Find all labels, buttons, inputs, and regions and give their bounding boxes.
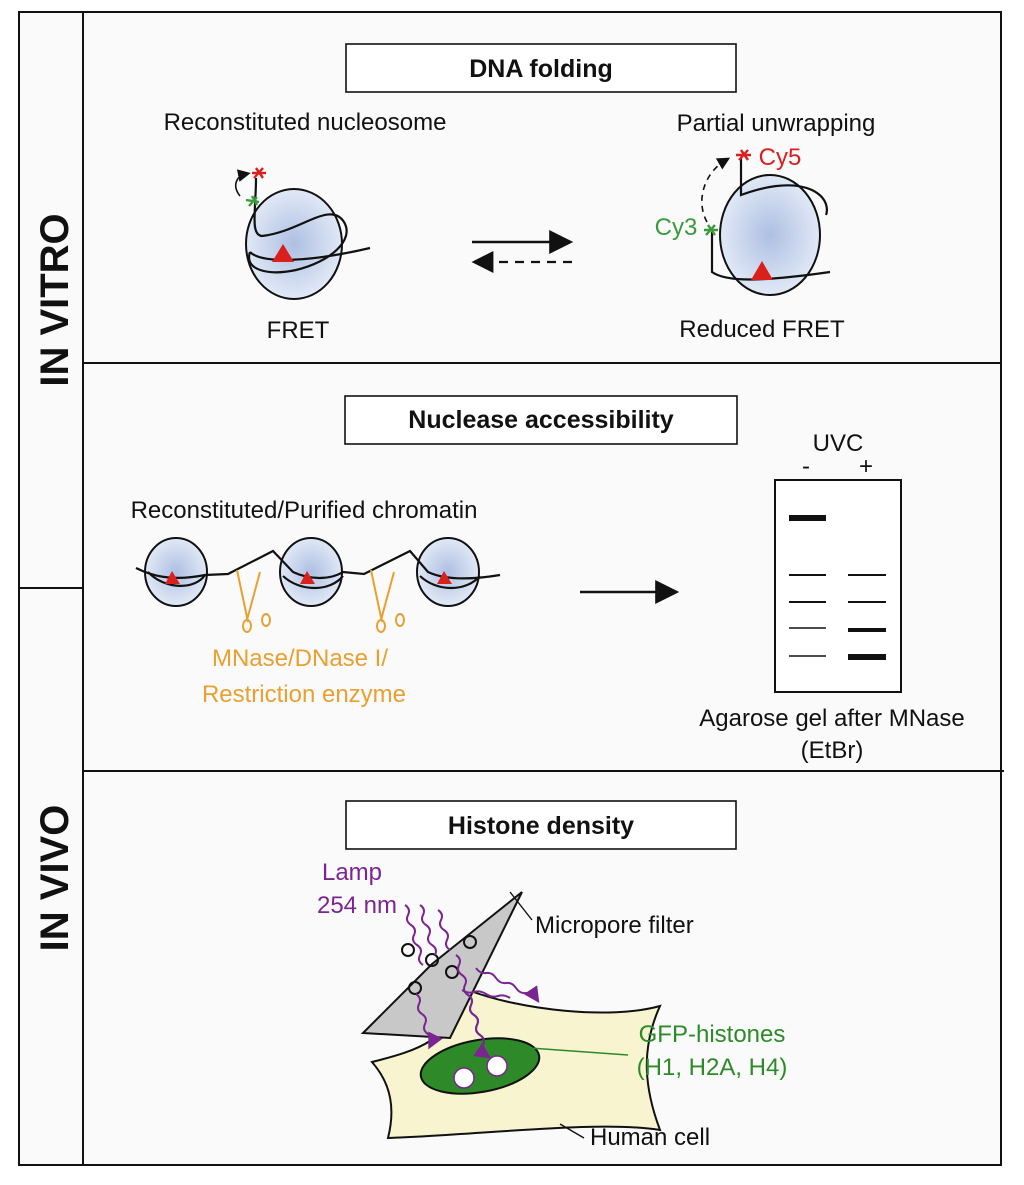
enzyme-label-line2: Restriction enzyme — [202, 681, 406, 708]
cy5-label: Cy5 — [759, 144, 802, 171]
gel-box — [774, 479, 902, 693]
dna-turn — [147, 571, 206, 587]
pore — [425, 953, 439, 967]
nucleus — [419, 1037, 541, 1095]
chromatin-fiber — [135, 537, 501, 607]
nuclease-panel: Nuclease accessibility Reconstituted/Pur… — [131, 395, 965, 764]
irradiated-spot — [486, 1055, 508, 1077]
dyad-triangle — [751, 261, 773, 280]
histone-octamer — [245, 188, 343, 300]
lane-plus-label: + — [859, 453, 873, 480]
dna-turn — [282, 575, 344, 589]
reduced-fret-caption: Reduced FRET — [679, 316, 845, 343]
fret-caption: FRET — [267, 317, 330, 344]
histone-density-panel: Histone density Lamp 254 nm Mic — [317, 800, 788, 1151]
lamp-label-line1: Lamp — [322, 859, 382, 886]
scissors-icon — [370, 569, 405, 633]
nucleosome-unwrapped — [701, 149, 831, 296]
human-cell-label: Human cell — [590, 1124, 710, 1151]
micropore-filter-label: Micropore filter — [535, 912, 694, 939]
dna-folding-title-box — [345, 43, 737, 93]
irradiated-spot — [453, 1067, 475, 1089]
histone-title: Histone density — [448, 812, 634, 840]
agarose-gel: UVC - + — [774, 430, 902, 693]
dyad-triangle — [272, 244, 294, 262]
dna-turn — [419, 575, 481, 589]
cell-callout-line — [559, 1123, 585, 1139]
uv-ray — [415, 993, 443, 1050]
nuclease-title: Nuclease accessibility — [408, 406, 674, 434]
lane-minus-label: - — [802, 453, 810, 480]
gel-caption-line2: (EtBr) — [801, 737, 864, 764]
cy3-star — [245, 195, 260, 207]
nucleosome-3 — [416, 537, 480, 607]
cy3-label: Cy3 — [655, 214, 698, 241]
lamp-label-line2: 254 nm — [317, 892, 397, 919]
enzyme-label-line1: MNase/DNase I/ — [212, 645, 388, 672]
cy5-star — [252, 167, 266, 179]
histone-title-box — [345, 800, 737, 850]
partial-unwrapping-label: Partial unwrapping — [677, 110, 876, 137]
cy5-star — [736, 149, 751, 161]
nucleosome-1 — [144, 537, 208, 607]
gfp-callout-line — [529, 1047, 629, 1056]
dna-bottom-arm — [710, 232, 831, 281]
micropore-filter — [360, 891, 523, 1040]
gel-caption-line1: Agarose gel after MNase — [699, 705, 964, 732]
uv-ray — [461, 989, 511, 999]
cy3-star — [704, 224, 718, 236]
uv-ray — [467, 994, 487, 1056]
dyad-triangle — [165, 571, 180, 584]
gfp-histones-label-line2: (H1, H2A, H4) — [637, 1054, 788, 1081]
in-vitro-label: IN VITRO — [33, 213, 77, 386]
pore — [463, 935, 477, 949]
nucleosome-wrapped — [234, 167, 371, 300]
scissors-icon — [236, 569, 271, 633]
uv-ray — [437, 909, 451, 951]
dyad-triangle — [437, 571, 452, 584]
filter-callout-line — [509, 891, 533, 921]
histone-octamer — [719, 174, 821, 296]
chromatin-label: Reconstituted/Purified chromatin — [131, 497, 478, 524]
reduced-fret-arrow — [701, 157, 731, 223]
dna-wrap — [247, 177, 348, 274]
nucleosome-2 — [279, 537, 343, 607]
dyad-triangle — [300, 571, 315, 584]
reconstituted-nucleosome-label: Reconstituted nucleosome — [164, 109, 447, 136]
pore — [408, 981, 422, 995]
fret-transfer-arrow — [234, 169, 251, 197]
uv-ray — [419, 904, 437, 956]
gfp-histones-label-line1: GFP-histones — [639, 1021, 786, 1048]
uv-rays — [404, 904, 540, 1059]
dna-folding-title: DNA folding — [469, 55, 612, 83]
nuclease-title-box — [344, 395, 738, 445]
pore — [401, 943, 415, 957]
uv-ray — [475, 967, 540, 1003]
dna-folding-panel: DNA folding Reconstituted nucleosome Par… — [164, 43, 876, 344]
in-vivo-label: IN VIVO — [33, 805, 77, 952]
uv-ray — [404, 904, 424, 966]
dna-unwrapped-arm — [739, 158, 828, 216]
uvc-header: UVC — [813, 430, 864, 457]
